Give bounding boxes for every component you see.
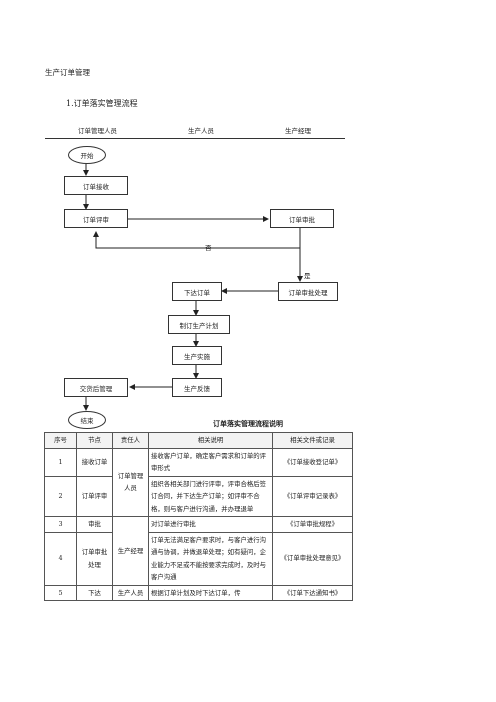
lane-order-manager: 订单管理人员 (78, 127, 117, 135)
header-no: 序号 (44, 432, 77, 449)
header-node: 节点 (76, 432, 113, 449)
row-no: 5 (44, 584, 77, 601)
row-file: 《订单接收登记单》 (272, 447, 353, 477)
end-node: 结束 (68, 411, 106, 429)
yes-label: 是 (304, 272, 311, 280)
table-row: 1 接收订单 订单管理人员 接收客户订单，确定客户需求和订单的评审形式 《订单接… (44, 447, 353, 517)
row-no: 2 (44, 475, 77, 517)
order-review-box: 订单评审 (64, 209, 128, 228)
table-row: 2 订单评审 组织各相关部门进行评审，评审合格后签订合同，并下达生产订单；如评审… (44, 475, 353, 517)
table-row: 3 审批 生产经理 对订单进行审批 《订单审批规程》 (44, 516, 353, 586)
production-plan-box: 制订生产计划 (168, 315, 230, 334)
order-approve-box: 订单审批 (270, 209, 334, 228)
row-responsible: 订单管理人员 (112, 447, 149, 517)
header-description: 相关说明 (148, 432, 273, 449)
process-description-table: 序号 节点 责任人 相关说明 相关文件或记录 1 接收订单 订单管理人员 接收客… (44, 432, 353, 601)
no-label: 否 (205, 244, 212, 252)
row-node: 下达 (76, 584, 113, 601)
delivery-management-box: 交货后管理 (64, 378, 128, 397)
production-feedback-box: 生产反馈 (172, 378, 222, 397)
issue-order-box: 下达订单 (172, 282, 222, 301)
section-title: 1.订单落实管理流程 (66, 99, 138, 108)
start-node: 开始 (68, 146, 106, 164)
row-file: 《订单下达通知书》 (272, 584, 353, 601)
header-responsible: 责任人 (112, 432, 149, 449)
row-node: 审批 (76, 516, 113, 533)
row-responsible: 生产经理 (112, 516, 149, 586)
lane-production-staff: 生产人员 (188, 127, 214, 135)
row-file: 《订单审批处理意见》 (272, 531, 353, 586)
row-description: 订单无法满足客户要求时，与客户进行沟通与协调，并做退单处理；如有疑问，企业能力不… (148, 531, 273, 586)
row-node: 订单评审 (76, 475, 113, 517)
doc-title: 生产订单管理 (45, 68, 90, 77)
lane-divider (45, 138, 345, 139)
row-node: 订单审批处理 (76, 531, 113, 586)
table-header-row: 序号 节点 责任人 相关说明 相关文件或记录 (44, 432, 353, 449)
header-files: 相关文件或记录 (272, 432, 353, 449)
row-file: 《订单评审记录表》 (272, 475, 353, 517)
table-row: 4 订单审批处理 订单无法满足客户要求时，与客户进行沟通与协调，并做退单处理；如… (44, 531, 353, 586)
lane-production-manager: 生产经理 (285, 127, 311, 135)
row-description: 接收客户订单，确定客户需求和订单的评审形式 (148, 447, 273, 477)
row-node: 接收订单 (76, 447, 113, 477)
row-no: 1 (44, 447, 77, 477)
row-no: 3 (44, 516, 77, 533)
row-responsible: 生产人员 (112, 584, 149, 601)
table-row: 5 下达 生产人员 根据订单计划及时下达订单，传 《订单下达通知书》 (44, 584, 353, 601)
row-file: 《订单审批规程》 (272, 516, 353, 533)
row-description: 根据订单计划及时下达订单，传 (148, 584, 273, 601)
receive-order-box: 订单接收 (64, 176, 128, 195)
table-title: 订单落实管理流程说明 (213, 419, 283, 428)
production-implement-box: 生产实施 (172, 346, 222, 365)
row-no: 4 (44, 531, 77, 586)
row-description: 对订单进行审批 (148, 516, 273, 533)
row-description: 组织各相关部门进行评审，评审合格后签订合同，并下达生产订单；如评审不合格，则与客… (148, 475, 273, 517)
approval-handling-box: 订单审批处理 (278, 282, 338, 301)
